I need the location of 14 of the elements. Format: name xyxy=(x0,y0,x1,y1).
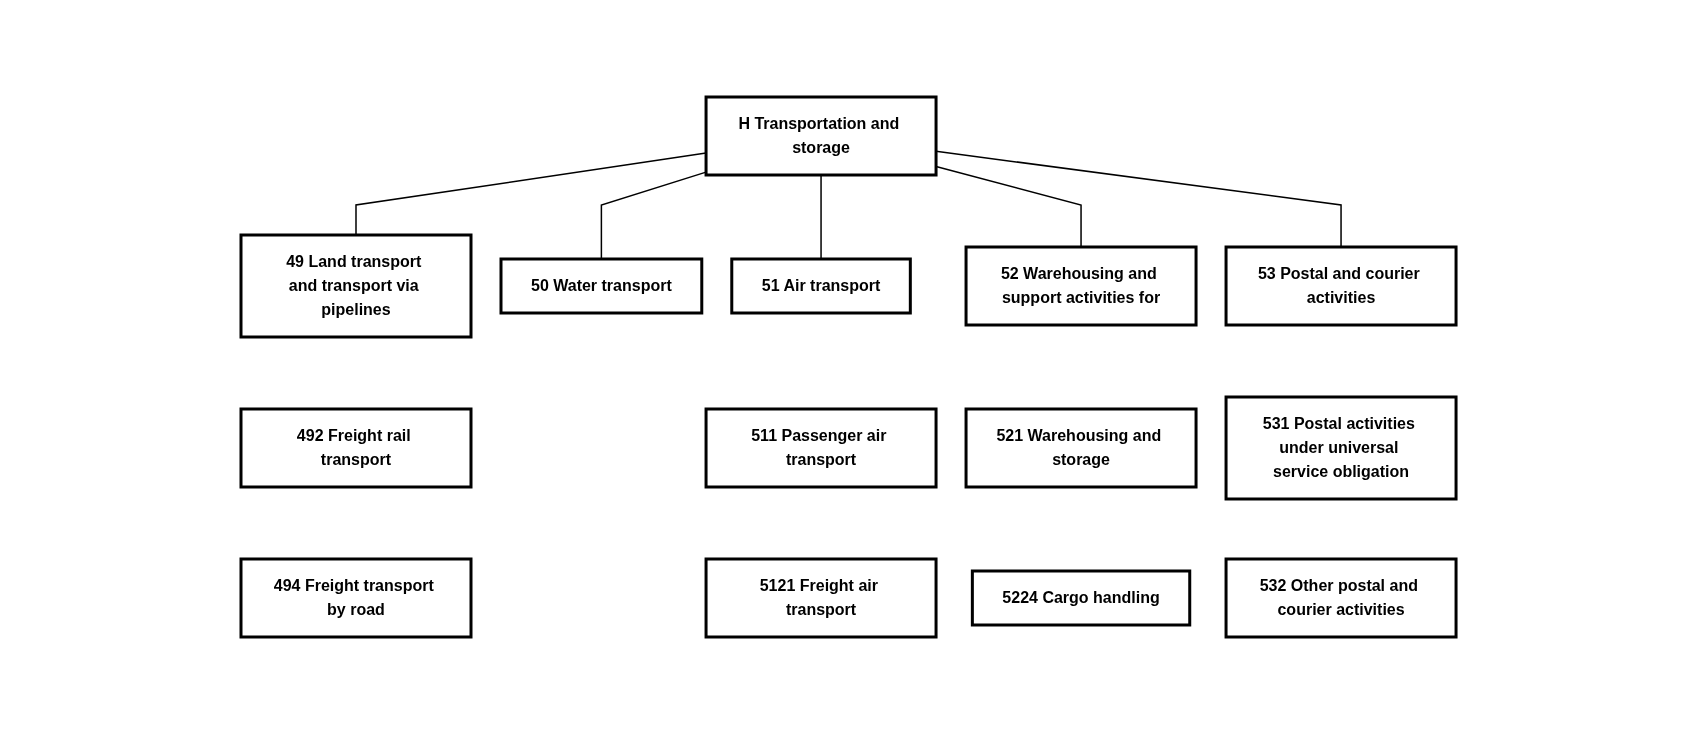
node-box: 492 Freight rail transport xyxy=(239,407,473,489)
node-box: 532 Other postal and courier activities xyxy=(1225,557,1458,639)
node-box: 531 Postal activities under universal service obligation xyxy=(1225,395,1458,501)
node-box: 49 Land transport and transport via pipelines xyxy=(239,233,473,339)
node-box: H Transportation and storage xyxy=(705,95,938,177)
node-box: 53 Postal and courier activities xyxy=(1225,245,1458,327)
node-box: 521 Warehousing and storage xyxy=(965,407,1198,489)
node-box: 51 Air transport xyxy=(730,257,913,315)
node-box: 494 Freight transport by road xyxy=(239,557,473,639)
node-box: 52 Warehousing and support activities for xyxy=(965,245,1198,327)
node-box: 5121 Freight air transport xyxy=(705,557,938,639)
node-box: 511 Passenger air transport xyxy=(705,407,938,489)
node-box: 5224 Cargo handling xyxy=(971,569,1192,627)
node-box: 50 Water transport xyxy=(499,257,704,315)
